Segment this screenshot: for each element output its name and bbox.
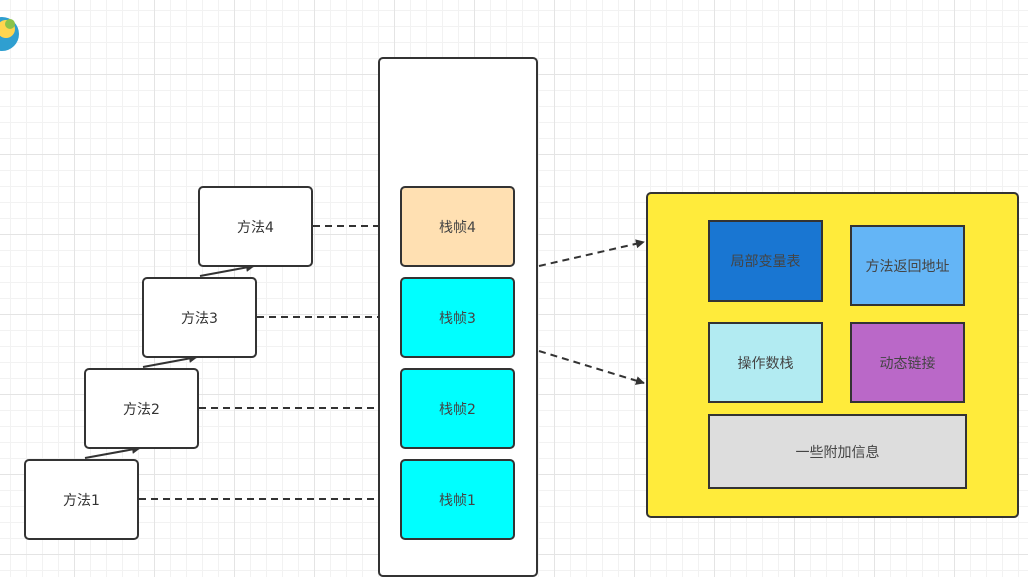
method-4: 方法4	[198, 186, 313, 267]
stack-frame-1: 栈帧1	[400, 459, 515, 540]
stack-frame-detail: 局部变量表 方法返回地址 操作数栈 动态链接 一些附加信息	[646, 192, 1019, 518]
additional-info: 一些附加信息	[708, 414, 967, 489]
detail-arrow-bottom	[538, 350, 645, 385]
call-arrow-3-4	[199, 263, 255, 277]
method-label: 方法3	[181, 310, 218, 327]
operand-stack-label: 操作数栈	[737, 355, 794, 372]
stack-frame-label: 栈帧3	[439, 310, 476, 327]
call-arrow-2-3	[142, 354, 198, 368]
stack-frame-3: 栈帧3	[400, 277, 515, 358]
method-label: 方法2	[123, 401, 160, 418]
logo-icon	[0, 17, 19, 51]
stack-frame-4: 栈帧4	[400, 186, 515, 267]
stack-frame-label: 栈帧4	[439, 219, 476, 236]
stack-frame-label: 栈帧2	[439, 401, 476, 418]
detail-arrow-top	[538, 239, 645, 267]
method-label: 方法4	[237, 219, 274, 236]
additional-info-label: 一些附加信息	[795, 444, 880, 461]
stack-frame-label: 栈帧1	[439, 492, 476, 509]
method-3: 方法3	[142, 277, 257, 358]
stack-frame-2: 栈帧2	[400, 368, 515, 449]
dynamic-linking-label: 动态链接	[879, 355, 936, 372]
connector-layer	[84, 221, 645, 504]
method-label: 方法1	[63, 492, 100, 509]
operand-stack: 操作数栈	[708, 322, 823, 403]
call-arrow-1-2	[84, 445, 141, 459]
method-1: 方法1	[24, 459, 139, 540]
local-variable-table-label: 局部变量表	[730, 254, 801, 270]
local-variable-table: 局部变量表	[708, 220, 823, 302]
method-2: 方法2	[84, 368, 199, 449]
dynamic-linking: 动态链接	[850, 322, 965, 403]
method-return-address-label: 方法返回地址	[865, 258, 950, 275]
method-return-address: 方法返回地址	[850, 225, 965, 306]
